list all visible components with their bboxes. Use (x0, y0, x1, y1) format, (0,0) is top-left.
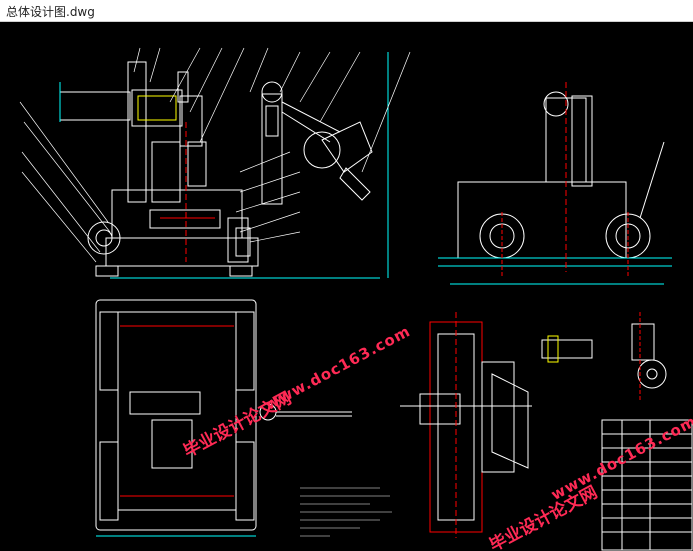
small-details (541, 312, 667, 402)
section-detail (400, 312, 532, 538)
front-view (59, 52, 389, 279)
window-title: 总体设计图.dwg (6, 5, 95, 19)
window-title-bar: 总体设计图.dwg (0, 0, 693, 22)
side-view (438, 82, 672, 285)
front-view-leaders (19, 47, 411, 263)
top-view (95, 299, 352, 537)
cad-drawing-canvas[interactable]: www.doc163.com 毕业设计论文网 www.doc163.com 毕业… (0, 22, 693, 551)
title-block (601, 419, 693, 551)
cad-drawing (19, 47, 693, 551)
technical-notes-box (300, 487, 392, 537)
